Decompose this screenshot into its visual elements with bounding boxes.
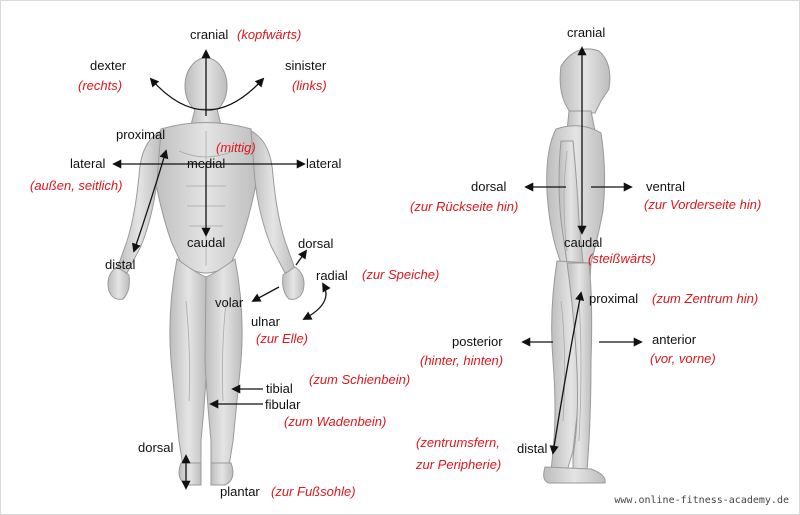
label-plantar: plantar <box>220 484 260 499</box>
label-posterior-de: (hinter, hinten) <box>420 353 504 368</box>
label-volar: volar <box>215 295 244 310</box>
label-distal-side-de: (zentrumsfern, zur Peripherie) <box>416 432 501 476</box>
arrow-proximal-distal-front <box>132 149 169 253</box>
label-medial: medial <box>187 156 226 171</box>
label-anterior: anterior <box>652 332 697 347</box>
label-ventral: ventral <box>646 179 686 194</box>
label-distal-side-de-line2: zur Peripherie) <box>416 457 502 472</box>
label-cranial-front: cranial <box>190 27 229 42</box>
arrow-proximal-distal-side <box>549 291 585 455</box>
label-dorsal-side: dorsal <box>471 179 507 194</box>
label-caudal-front: caudal <box>187 235 226 250</box>
label-sinister-de: (links) <box>292 78 327 93</box>
label-proximal-side-de: (zum Zentrum hin) <box>652 291 759 306</box>
label-sinister: sinister <box>285 58 327 73</box>
label-proximal-side: proximal <box>589 291 639 306</box>
label-distal-side-de-line1: (zentrumsfern, <box>416 435 500 450</box>
label-fibular-de: (zum Wadenbein) <box>284 414 387 429</box>
label-plantar-de: (zur Fußsohle) <box>271 484 356 499</box>
label-dorsal-foot: dorsal <box>138 440 174 455</box>
label-caudal-side-de: (steißwärts) <box>588 251 656 266</box>
label-dexter-de: (rechts) <box>78 78 123 93</box>
label-distal-side: distal <box>517 441 548 456</box>
label-fibular: fibular <box>265 397 301 412</box>
label-lateral-de: (außen, seitlich) <box>30 178 123 193</box>
label-anterior-de: (vor, vorne) <box>650 351 716 366</box>
label-ulnar: ulnar <box>251 314 280 329</box>
label-dorsal-side-de: (zur Rückseite hin) <box>410 199 519 214</box>
label-tibial: tibial <box>266 381 293 396</box>
label-distal-front: distal <box>105 257 136 272</box>
arrow-volar <box>251 286 280 302</box>
arrow-radial-ulnar <box>302 282 331 320</box>
label-medial-de: (mittig) <box>216 140 256 155</box>
label-posterior: posterior <box>452 334 503 349</box>
label-cranial-de: (kopfwärts) <box>237 27 302 42</box>
label-ventral-de: (zur Vorderseite hin) <box>644 197 762 212</box>
arrow-dexter-sinister <box>149 77 265 111</box>
label-ulnar-de: (zur Elle) <box>256 331 309 346</box>
arrow-dorsal-hand <box>295 249 308 266</box>
label-tibial-de: (zum Schienbein) <box>309 372 411 387</box>
side-arrows <box>521 46 643 455</box>
label-lateral-right: lateral <box>306 156 342 171</box>
watermark: www.online-fitness-academy.de <box>614 495 789 506</box>
front-arrows <box>112 49 331 490</box>
label-dorsal-hand: dorsal <box>298 236 334 251</box>
label-cranial-side: cranial <box>567 25 606 40</box>
label-proximal-front: proximal <box>116 127 166 142</box>
label-lateral-left: lateral <box>70 156 106 171</box>
label-radial-de: (zur Speiche) <box>362 267 440 282</box>
label-radial: radial <box>316 268 348 283</box>
front-body-figure <box>107 57 305 486</box>
label-caudal-side: caudal <box>564 235 603 250</box>
label-dexter: dexter <box>90 58 127 73</box>
